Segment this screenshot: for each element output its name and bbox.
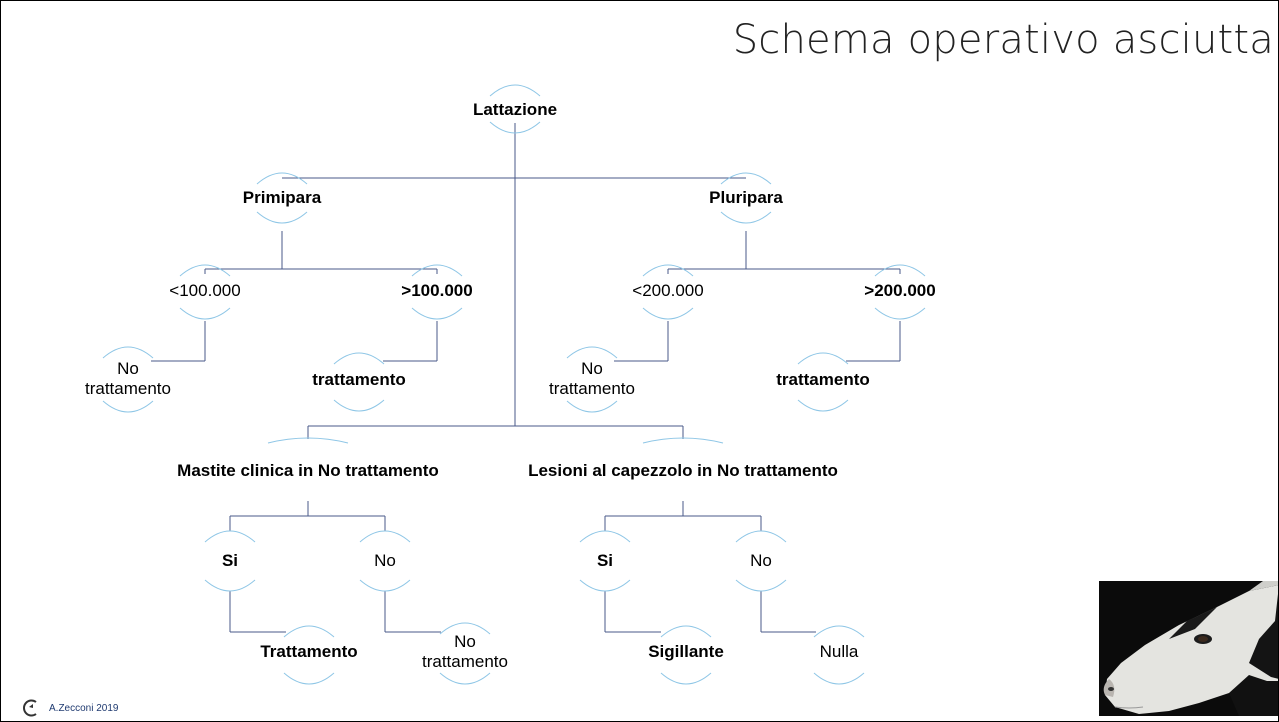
node-arc-top (102, 346, 154, 359)
node-arc-top (813, 625, 865, 638)
node-mastite-no-trattamento: No trattamento (422, 632, 508, 672)
node-lesioni-si: Si (596, 551, 614, 570)
node-arc-bottom (720, 211, 772, 224)
node-arc-bottom (359, 579, 411, 592)
node-arc-top (204, 530, 256, 543)
node-lesioni-no: No (750, 551, 772, 570)
node-primipara: Primipara (242, 188, 322, 207)
node-mastite-trattamento: Trattamento (260, 642, 358, 661)
node-arc-top (720, 172, 772, 185)
author-logo-icon (23, 699, 37, 717)
node-pluripara-no-trattamento: No trattamento (549, 359, 635, 399)
node-primipara-no-trattamento: No trattamento (85, 359, 171, 399)
node-arc-bottom (102, 400, 154, 413)
node-arc-top (489, 84, 541, 97)
node-arc-top (874, 264, 926, 277)
node-label-line-1: No (581, 359, 603, 378)
node-arc-top (411, 264, 463, 277)
node-arc-top (256, 172, 308, 185)
node-arc-bottom (874, 307, 926, 320)
node-pluripara: Pluripara (709, 188, 783, 207)
node-arc-top (359, 530, 411, 543)
node-arc-bottom (797, 399, 849, 412)
node-arc-bottom (411, 307, 463, 320)
node-lesioni-capezzolo: Lesioni al capezzolo in No trattamento (528, 461, 838, 480)
node-label-line-2: trattamento (85, 379, 171, 398)
node-arc-bottom (735, 579, 787, 592)
node-label-line-1: No (117, 359, 139, 378)
node-label-line-2: trattamento (422, 652, 508, 671)
slide-title: Schema operativo asciutta (732, 17, 1274, 63)
node-arc-top (797, 352, 849, 365)
node-arc-top (566, 346, 618, 359)
node-arc-bottom (642, 307, 694, 320)
node-arc-bottom (179, 307, 231, 320)
node-arc-bottom (333, 399, 385, 412)
node-pluripara-lt-200000: <200.000 (632, 281, 704, 300)
node-arc-top (579, 530, 631, 543)
node-primipara-trattamento: trattamento (312, 370, 406, 389)
node-arc-top (660, 625, 712, 638)
node-mastite-clinica: Mastite clinica in No trattamento (177, 461, 439, 480)
node-lesioni-sigillante: Sigillante (648, 642, 724, 661)
node-arc-top (642, 264, 694, 277)
node-primipara-gt-100000: >100.000 (401, 281, 473, 300)
node-arc-bottom (204, 579, 256, 592)
node-pluripara-gt-200000: >200.000 (864, 281, 936, 300)
footer-author: A.Zecconi 2019 (49, 702, 119, 714)
node-label-line-1: No (454, 632, 476, 651)
node-arc-top (735, 530, 787, 543)
node-arc-bottom (660, 672, 712, 685)
node-lesioni-nulla: Nulla (819, 642, 859, 661)
footer: A.Zecconi 2019 (21, 698, 119, 718)
node-arc-top (283, 625, 335, 638)
node-pluripara-trattamento: trattamento (776, 370, 870, 389)
cow-head-image (1099, 581, 1278, 716)
node-lattazione: Lattazione (472, 100, 558, 119)
node-arc-bottom (256, 211, 308, 224)
node-arc-bottom (579, 579, 631, 592)
node-arc-bottom (439, 672, 491, 685)
cow-head-illustration (1099, 581, 1278, 716)
node-mastite-no: No (374, 551, 396, 570)
node-arc-bottom (813, 672, 865, 685)
node-arc-top (333, 352, 385, 365)
node-arc-bottom (566, 400, 618, 413)
node-arc-top (642, 437, 724, 444)
node-arc-top (439, 622, 491, 635)
node-primipara-lt-100000: <100.000 (169, 281, 241, 300)
node-arc-top (179, 264, 231, 277)
node-arc-top (267, 437, 349, 444)
node-mastite-si: Si (221, 551, 239, 570)
node-label-line-2: trattamento (549, 379, 635, 398)
node-arc-bottom (489, 121, 541, 134)
node-arc-bottom (283, 672, 335, 685)
